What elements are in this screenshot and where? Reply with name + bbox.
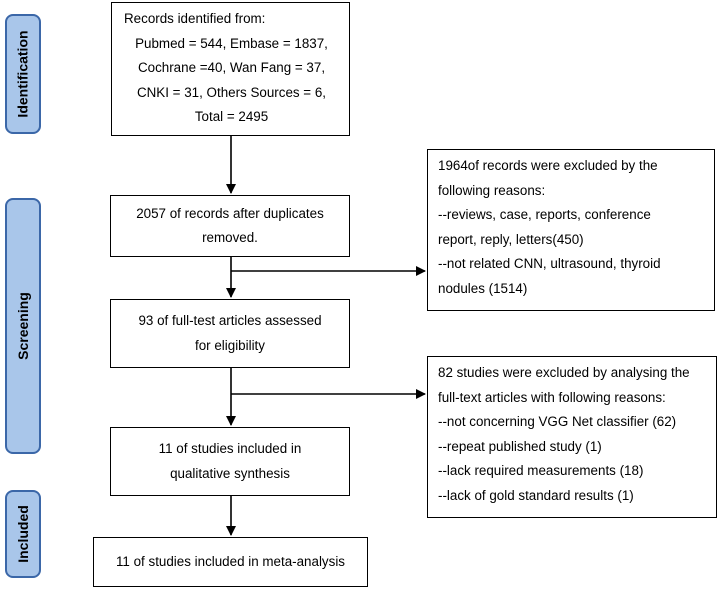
box-line: following reasons: <box>438 182 546 198</box>
box-line: 11 of studies included in meta-analysis <box>115 553 345 569</box>
box-line: --lack required measurements (18) <box>438 463 644 478</box>
phase-label-screening: Screening <box>5 198 41 454</box>
box-line: nodules (1514) <box>438 280 528 296</box>
box-line: Cochrane =40, Wan Fang = 37, <box>137 60 326 75</box>
phase-label-identification: Identification <box>5 14 41 134</box>
box-line: Records identified from: <box>124 11 266 26</box>
meta-analysis-box: 11 of studies included in meta-analysis <box>93 537 368 587</box>
after-duplicates-box: 2057 of records after duplicates removed… <box>110 195 350 257</box>
box-line: 2057 of records after duplicates <box>136 205 324 221</box>
box-line: removed. <box>202 230 258 245</box>
box-line: --not related CNN, ultrasound, thyroid <box>438 256 661 271</box>
box-line: --repeat published study (1) <box>438 438 602 454</box>
box-line: Pubmed = 544, Embase = 1837, <box>135 35 328 51</box>
box-line: report, reply, letters(450) <box>438 231 584 247</box>
box-line: 1964of records were excluded by the <box>438 158 658 173</box>
box-line: 93 of full-test articles assessed <box>138 313 322 328</box>
phase-screening-text: Screening <box>15 292 32 360</box>
excluded-records-box: 1964of records were excluded by the foll… <box>427 149 715 311</box>
phase-included-text: Included <box>15 505 31 563</box>
box-line: Total = 2495 <box>194 109 269 124</box>
box-line: --reviews, case, reports, conference <box>438 207 651 222</box>
full-text-assessed-box: 93 of full-test articles assessed for el… <box>110 299 350 368</box>
phase-label-included: Included <box>5 490 41 578</box>
excluded-studies-box: 82 studies were excluded by analysing th… <box>427 356 717 518</box>
box-line: qualitative synthesis <box>170 465 290 481</box>
phase-identification-text: Identification <box>15 30 31 118</box>
box-line: --lack of gold standard results (1) <box>438 487 634 503</box>
box-line: 11 of studies included in <box>158 441 302 456</box>
box-line: 82 studies were excluded by analysing th… <box>438 365 690 380</box>
box-line: for eligibility <box>195 337 265 353</box>
records-identified-box: Records identified from: Pubmed = 544, E… <box>111 2 350 136</box>
box-line: CNKI = 31, Others Sources = 6, <box>136 84 327 100</box>
qualitative-synthesis-box: 11 of studies included in qualitative sy… <box>110 427 350 496</box>
box-line: full-text articles with following reason… <box>438 389 666 405</box>
box-line: --not concerning VGG Net classifier (62) <box>438 414 677 429</box>
